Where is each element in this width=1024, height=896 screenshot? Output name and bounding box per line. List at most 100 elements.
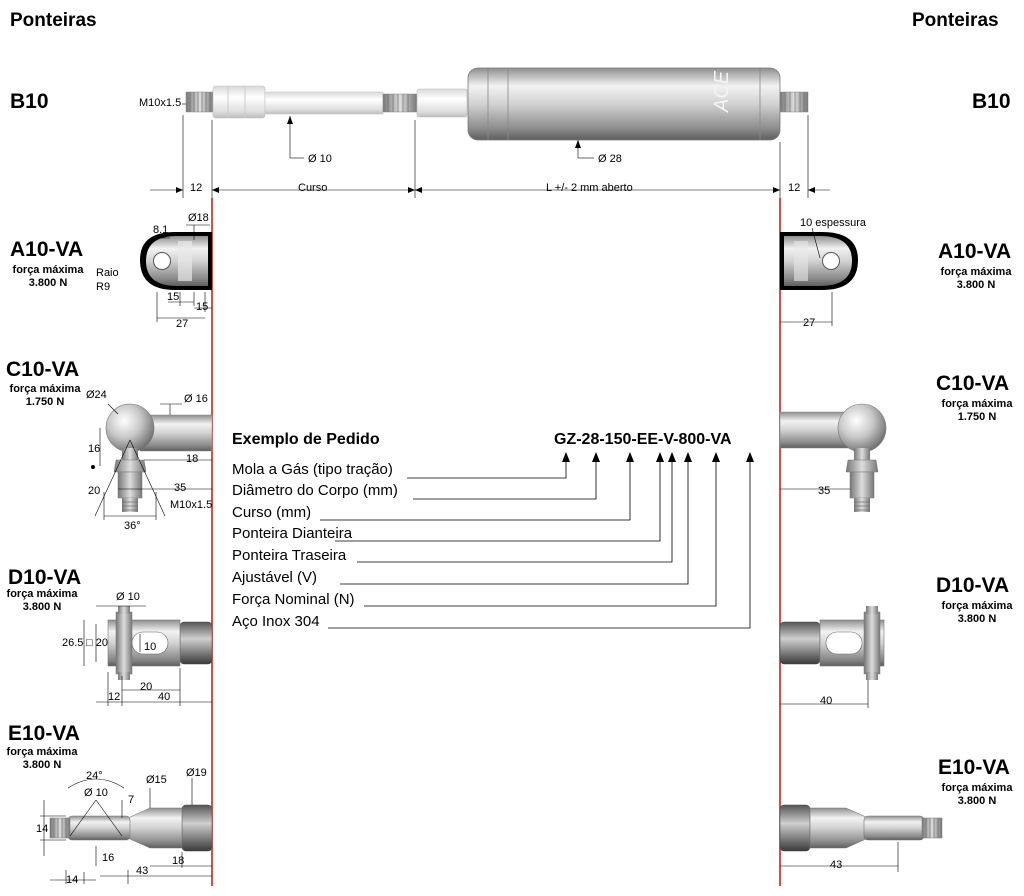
e10-right-43: 43 [830, 859, 842, 871]
e10-angle: 24° [86, 770, 103, 782]
e10-hole-diameter: Ø 10 [84, 787, 108, 799]
a10-dim-27: 27 [176, 318, 188, 330]
order-item-nominal-force: Força Nominal (N) [232, 591, 355, 608]
d10-force-value-left: 3.800 N [22, 601, 62, 613]
b10-code-right: B10 [972, 90, 1011, 113]
d10-force-label-right: força máxima [941, 600, 1013, 612]
cylinder-body [467, 67, 781, 141]
d10-left-clevis [107, 606, 213, 680]
c10-code-left: C10-VA [6, 358, 80, 381]
e10-force-right: força máxima 3.800 N [932, 782, 1022, 808]
e10-force-label-left: força máxima [6, 746, 78, 758]
a10-right-27: 27 [803, 317, 815, 329]
e10-dim-7: 7 [128, 794, 134, 806]
e10-dim-o19: Ø19 [186, 767, 207, 779]
c10-ball-diameter: Ø24 [86, 389, 107, 401]
d10-dim-20: 20 [140, 681, 152, 693]
rod-end-collar [212, 85, 266, 119]
d10-code-right: D10-VA [936, 574, 1010, 597]
e10-force-value-right: 3.800 N [957, 795, 997, 807]
a10-force-value-left: 3.800 N [28, 277, 68, 289]
a10-radius-label: Raio [96, 267, 119, 279]
c10-force-value-right: 1.750 N [957, 411, 997, 423]
order-item-type: Mola a Gás (tipo tração) [232, 461, 393, 478]
d10-code-left: D10-VA [8, 566, 82, 589]
e10-dim-18: 18 [172, 855, 184, 867]
order-item-material: Aço Inox 304 [232, 613, 320, 630]
b10-code-left: B10 [10, 90, 49, 113]
c10-dim-35: 35 [174, 482, 186, 494]
e10-right-angle-joint [779, 804, 943, 852]
a10-force-left: força máxima 3.800 N [4, 264, 92, 290]
piston-rod [264, 91, 384, 115]
body-brand-mark: ACE [711, 70, 733, 113]
right-thread-stud [779, 91, 809, 113]
d10-right-40: 40 [820, 695, 832, 707]
e10-left-dims [40, 778, 212, 884]
d10-force-left: força máxima 3.800 N [2, 588, 82, 614]
e10-right-dims [780, 842, 899, 872]
e10-dim-14b: 14 [66, 874, 78, 886]
a10-code-left: A10-VA [10, 238, 84, 261]
b10-stroke-label: Curso [298, 182, 328, 194]
a10-dim-8-1: 8.1 [153, 224, 168, 236]
d10-dim-26-5: 26.5 [62, 637, 83, 649]
order-example-title: Exemplo de Pedido [232, 431, 380, 448]
e10-dim-o15: Ø15 [146, 774, 167, 786]
rod-seal-collar [416, 88, 468, 118]
a10-right-thickness: 10 espessura [800, 217, 867, 229]
order-item-body-diameter: Diâmetro do Corpo (mm) [232, 482, 398, 499]
e10-dim-14: 14 [36, 823, 48, 835]
e10-left-angle-joint [49, 804, 213, 852]
a10-left-dims [150, 224, 212, 322]
d10-force-label-left: força máxima [6, 588, 78, 600]
a10-radius-value: R9 [96, 281, 110, 293]
d10-right-dims [780, 680, 869, 708]
a10-force-label-left: força máxima [12, 264, 84, 276]
a10-force-label-right: força máxima [940, 266, 1012, 278]
left-header-title: Ponteiras [10, 10, 97, 31]
b10-arrowheads [176, 116, 815, 193]
d10-force-value-right: 3.800 N [957, 613, 997, 625]
e10-dim-43: 43 [136, 865, 148, 877]
c10-neck-diameter: Ø 16 [184, 393, 208, 405]
d10-pin-diameter: Ø 10 [116, 591, 140, 603]
b10-body-diameter: Ø 28 [598, 153, 622, 165]
e10-force-left: força máxima 3.800 N [2, 746, 82, 772]
gas-spring-assembly: ACE [185, 67, 809, 141]
d10-left-dims [83, 605, 212, 706]
order-item-rear-end: Ponteira Traseira [232, 547, 347, 564]
right-header-title: Ponteiras [912, 10, 999, 31]
e10-code-left: E10-VA [8, 722, 80, 745]
a10-force-value-right: 3.800 N [956, 279, 996, 291]
c10-left-dims [94, 403, 212, 520]
c10-angle: 36° [124, 520, 141, 532]
e10-code-right: E10-VA [938, 756, 1010, 779]
order-item-stroke: Curso (mm) [232, 504, 312, 521]
a10-dim-15b: 15 [196, 301, 208, 313]
b10-left-end-length: 12 [190, 182, 203, 194]
b10-length-label: L +/- 2 mm aberto [546, 182, 633, 194]
c10-left-ball-joint [105, 403, 213, 512]
c10-dim-18: 18 [186, 453, 198, 465]
left-thread-lines [189, 92, 211, 112]
c10-dim-20: 20 [88, 485, 100, 497]
d10-dim-10: 10 [144, 641, 156, 653]
c10-force-right: força máxima 1.750 N [932, 398, 1022, 424]
d10-force-right: força máxima 3.800 N [932, 600, 1022, 626]
d10-dim-20-square: □ 20 [86, 637, 108, 649]
order-example-code: GZ-28-150-EE-V-800-VA [554, 431, 732, 448]
c10-force-value-left: 1.750 N [25, 396, 65, 408]
c10-dim-16: 16 [88, 443, 100, 455]
c10-right-ball-joint [779, 403, 887, 512]
order-item-adjustable: Ajustável (V) [232, 569, 318, 586]
a10-right-eye-fitting [780, 232, 858, 290]
a10-dim-o18: Ø18 [188, 212, 209, 224]
order-arrowheads [562, 452, 754, 462]
e10-force-value-left: 3.800 N [22, 759, 62, 771]
c10-code-right: C10-VA [936, 372, 1010, 395]
b10-dimension-lines [150, 103, 830, 198]
a10-code-right: A10-VA [938, 240, 1012, 263]
